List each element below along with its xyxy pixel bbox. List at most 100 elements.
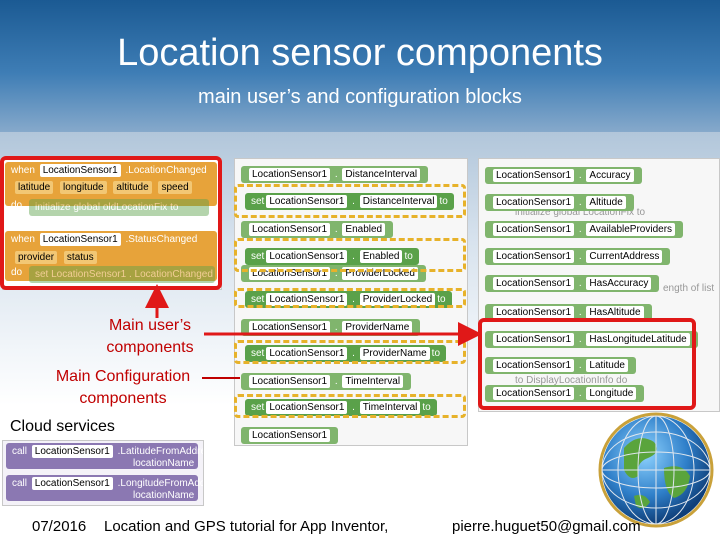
component-dropdown[interactable]: LocationSensor1 [39,164,121,177]
property-dropdown[interactable]: HasAccuracy [586,277,652,290]
getter-block[interactable]: LocationSensor1 . HasAccuracy [485,275,660,292]
component-dropdown[interactable]: LocationSensor1 [39,233,121,246]
component-dropdown[interactable]: LocationSensor1 [249,168,331,181]
status-changed-event-block[interactable]: when LocationSensor1 .StatusChanged [5,231,217,281]
do-keyword: do [11,200,23,211]
ghost-block: initialize global oldLocationFix to [29,199,209,216]
getter-block[interactable]: LocationSensor1 . Enabled [241,221,394,238]
param-name: locationName [133,458,195,469]
getter-block[interactable]: LocationSensor1 . AvailableProviders [485,221,684,238]
property-dropdown[interactable]: ProviderName [359,347,430,360]
getter-block[interactable]: LocationSensor1 . Latitude [485,357,636,374]
component-dropdown[interactable]: LocationSensor1 [493,359,575,372]
getter-block[interactable]: LocationSensor1 . Longitude [485,385,645,402]
getter-blocks-panel: initialize global LocationFix to ength o… [478,158,720,412]
event-params-row: latitude longitude altitude speed [13,181,194,194]
property-dropdown[interactable]: CurrentAddress [586,250,663,263]
component-dropdown[interactable]: LocationSensor1 [249,321,331,334]
component-dropdown[interactable]: LocationSensor1 [493,196,575,209]
getter-block[interactable]: LocationSensor1 . ProviderName [241,319,421,336]
set-keyword: set [251,196,265,207]
property-dropdown[interactable]: Latitude [586,359,628,372]
to-keyword: to [439,196,448,207]
getter-block[interactable]: LocationSensor1 . TimeInterval [241,373,412,390]
property-dropdown[interactable]: TimeInterval [359,401,421,414]
slide-title: Location sensor components [117,32,603,74]
component-dropdown[interactable]: LocationSensor1 [493,306,575,319]
set-keyword: set [251,251,265,262]
property-dropdown[interactable]: ProviderName [342,321,413,334]
component-dropdown[interactable]: LocationSensor1 [266,195,348,208]
event-name: .StatusChanged [125,234,198,245]
call-latitude-from-address[interactable]: call LocationSensor1 .LatitudeFromAddres… [6,443,203,469]
method-name: .LatitudeFromAddress [117,446,203,457]
component-dropdown[interactable]: LocationSensor1 [493,333,575,346]
property-dropdown[interactable]: AvailableProviders [586,223,676,236]
property-dropdown[interactable]: DistanceInterval [342,168,421,181]
param-provider: provider [15,251,58,264]
component-dropdown[interactable]: LocationSensor1 [266,401,348,414]
event-blocks-panel: when LocationSensor1 .LocationChanged la… [2,158,222,290]
component-dropdown[interactable]: LocationSensor1 [266,250,348,263]
cloud-caption: Cloud services [10,418,115,435]
set-keyword: set [251,294,265,305]
getter-block[interactable]: LocationSensor1 . Accuracy [485,167,642,184]
cloud-services-panel: call LocationSensor1 .LatitudeFromAddres… [2,440,204,506]
param-altitude: altitude [113,181,152,194]
ghost-block: set LocationSensor1 . LocationChanged [29,266,215,283]
property-dropdown[interactable]: DistanceInterval [359,195,438,208]
ghost-text: to DisplayLocationInfo do [515,375,628,386]
component-dropdown[interactable]: LocationSensor1 [31,445,113,458]
property-dropdown[interactable]: Altitude [586,196,626,209]
property-dropdown[interactable]: ProviderLocked [359,293,436,306]
footer-email: pierre.huguet50@gmail.com [452,518,641,535]
config-highlight-4 [234,340,466,364]
component-dropdown[interactable]: LocationSensor1 [249,375,331,388]
component-dropdown[interactable]: LocationSensor1 [249,223,331,236]
config-highlight-5 [234,394,466,418]
param-longitude: longitude [60,181,107,194]
component-dropdown[interactable]: LocationSensor1 [249,429,331,442]
component-dropdown[interactable]: LocationSensor1 [31,477,113,490]
property-dropdown[interactable]: Enabled [342,223,386,236]
param-status: status [63,251,97,264]
component-dropdown[interactable]: LocationSensor1 [493,169,575,182]
property-dropdown[interactable]: HasAltitude [586,306,644,319]
footer-date: 07/2016 [32,518,87,535]
getter-block[interactable]: LocationSensor1 . DistanceInterval [241,166,429,183]
slide-subtitle: main user’s and configuration blocks [198,86,522,108]
call-keyword: call [12,446,28,457]
getter-block[interactable]: LocationSensor1 . Altitude [485,194,634,211]
footer-text: Location and GPS tutorial for App Invent… [104,518,389,535]
getter-block[interactable]: LocationSensor1 . HasAltitude [485,304,652,321]
set-keyword: set [251,348,265,359]
component-dropdown[interactable]: LocationSensor1 [493,250,575,263]
component-dropdown[interactable]: LocationSensor1 [493,223,575,236]
getter-block[interactable]: LocationSensor1 . CurrentAddress [485,248,671,265]
property-dropdown[interactable]: TimeInterval [342,375,404,388]
event-params-row: provider status [13,251,99,264]
property-dropdown[interactable]: Longitude [586,387,637,400]
property-dropdown[interactable]: Accuracy [586,169,634,182]
title-banner: Location sensor components main user’s a… [0,0,720,132]
getter-block[interactable]: LocationSensor1 . HasLongitudeLatitude [485,331,698,348]
component-dropdown[interactable]: LocationSensor1 [266,347,348,360]
to-keyword: to [437,294,446,305]
to-keyword: to [431,348,441,359]
component-block[interactable]: LocationSensor1 [241,427,339,444]
ghost-text: ength of list [663,283,715,294]
call-longitude-from-address[interactable]: call LocationSensor1 .LongitudeFromAddre… [6,475,203,501]
component-dropdown[interactable]: LocationSensor1 [266,293,348,306]
component-dropdown[interactable]: LocationSensor1 [493,387,575,400]
property-dropdown[interactable]: HasLongitudeLatitude [586,333,690,346]
to-keyword: to [404,251,413,262]
main-config-caption: Main Configuration components [55,368,191,407]
when-keyword: when [11,165,35,176]
property-dropdown[interactable]: Enabled [359,250,403,263]
component-dropdown[interactable]: LocationSensor1 [493,277,575,290]
